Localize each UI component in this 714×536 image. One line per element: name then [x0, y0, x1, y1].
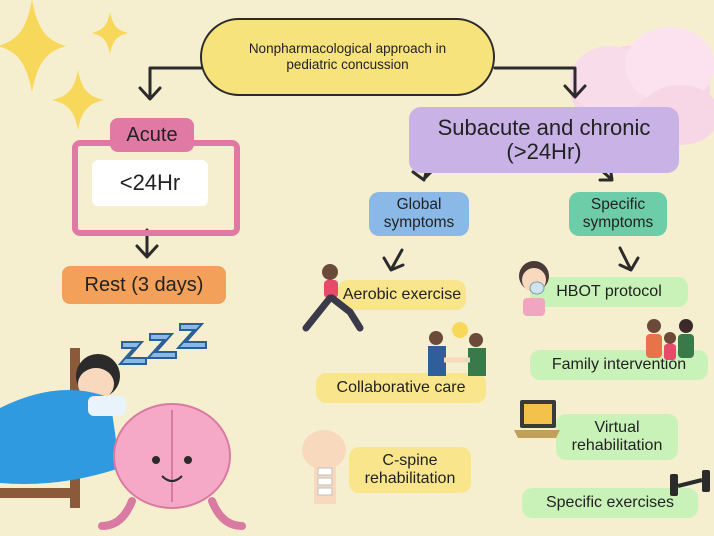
- rest-node: Rest (3 days): [62, 266, 226, 304]
- handshake-icon: [428, 322, 486, 376]
- diagram-title: Nonpharmacological approach in pediatric…: [200, 18, 495, 96]
- specific-symptoms-node: Specific symptoms: [569, 192, 667, 236]
- global-symptoms-node: Global symptoms: [369, 192, 469, 236]
- oxygen-mask-icon: [519, 261, 549, 316]
- specific-exercises-node: Specific exercises: [522, 488, 698, 518]
- neck-spine-icon: [302, 430, 346, 504]
- collaborative-care-node: Collaborative care: [316, 373, 486, 403]
- brain-icon: [98, 403, 246, 530]
- aerobic-exercise-node: Aerobic exercise: [338, 280, 466, 310]
- family-intervention-node: Family intervention: [530, 350, 708, 380]
- c-spine-rehabilitation-node: C-spine rehabilitation: [349, 447, 471, 493]
- virtual-rehabilitation-node: Virtual rehabilitation: [556, 414, 678, 460]
- dumbbell-icon: [670, 470, 710, 496]
- exercise-icon: [302, 264, 364, 332]
- sleeping-child-icon: [0, 348, 126, 508]
- zzz-icon: [118, 323, 207, 365]
- acute-label: Acute: [110, 118, 194, 152]
- sparkle-star-icon: [0, 0, 128, 130]
- family-icon: [646, 319, 694, 360]
- subacute-chronic-node: Subacute and chronic (>24Hr): [409, 107, 679, 173]
- acute-time: <24Hr: [92, 160, 208, 206]
- hbot-protocol-node: HBOT protocol: [530, 277, 688, 307]
- laptop-icon: [514, 400, 560, 438]
